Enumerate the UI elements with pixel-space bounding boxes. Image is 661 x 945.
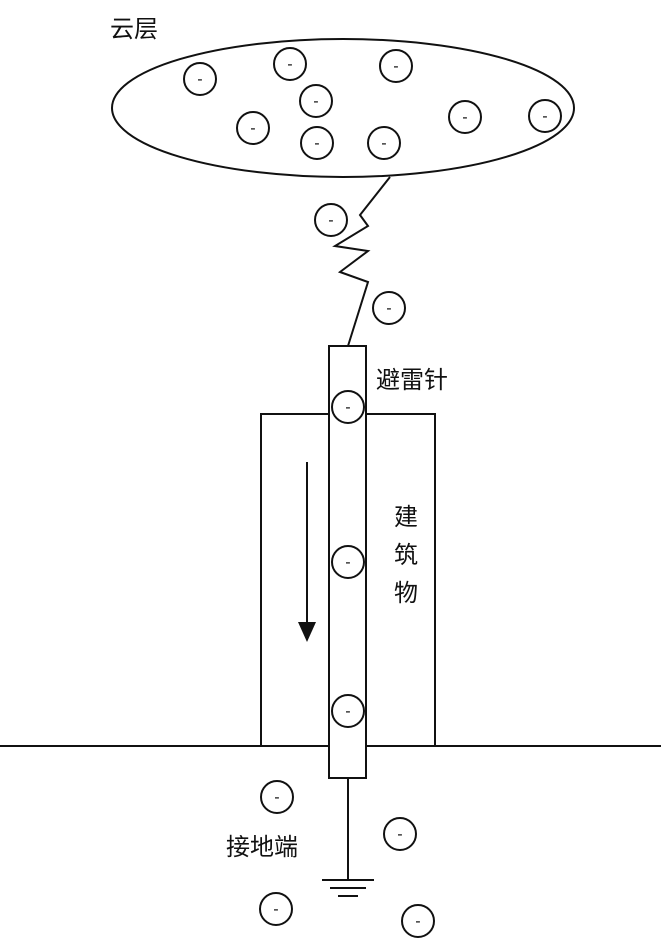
charge-sign: - [274,788,279,806]
lightning-bolt [332,176,391,347]
charge-sign: - [415,912,420,930]
building-label: 建筑物 [394,503,418,607]
charge-sign: - [393,57,398,75]
cloud-label: 云层 [110,15,158,43]
charge-sign: - [462,108,467,126]
charge-sign: - [250,119,255,137]
negative-charge: - [448,100,482,134]
negative-charge: - [401,904,435,938]
cloud-ellipse [111,38,575,178]
charge-sign: - [328,211,333,229]
charge-sign: - [386,299,391,317]
negative-charge: - [314,203,348,237]
negative-charge: - [331,390,365,424]
negative-charge: - [260,780,294,814]
negative-charge: - [372,291,406,325]
negative-charge: - [383,817,417,851]
negative-charge: - [236,111,270,145]
charges-layer: - - - - - - - - - - - - - - - - - - [183,47,562,938]
negative-charge: - [259,892,293,926]
negative-charge: - [183,62,217,96]
charge-sign: - [542,107,547,125]
negative-charge: - [273,47,307,81]
charge-sign: - [197,70,202,88]
negative-charge: - [300,126,334,160]
charge-sign: - [397,825,402,843]
charge-sign: - [287,55,292,73]
current-arrow-head [298,622,316,642]
negative-charge: - [331,545,365,579]
negative-charge: - [367,126,401,160]
negative-charge: - [379,49,413,83]
charge-sign: - [314,134,319,152]
charge-sign: - [313,92,318,110]
ground-end-label: 接地端 [226,833,298,861]
charge-sign: - [273,900,278,918]
negative-charge: - [331,694,365,728]
negative-charge: - [299,84,333,118]
charge-sign: - [381,134,386,152]
ground-symbol [322,879,374,897]
rod-label: 避雷针 [376,366,448,394]
negative-charge: - [528,99,562,133]
charge-sign: - [345,398,350,416]
charge-sign: - [345,702,350,720]
charge-sign: - [345,553,350,571]
